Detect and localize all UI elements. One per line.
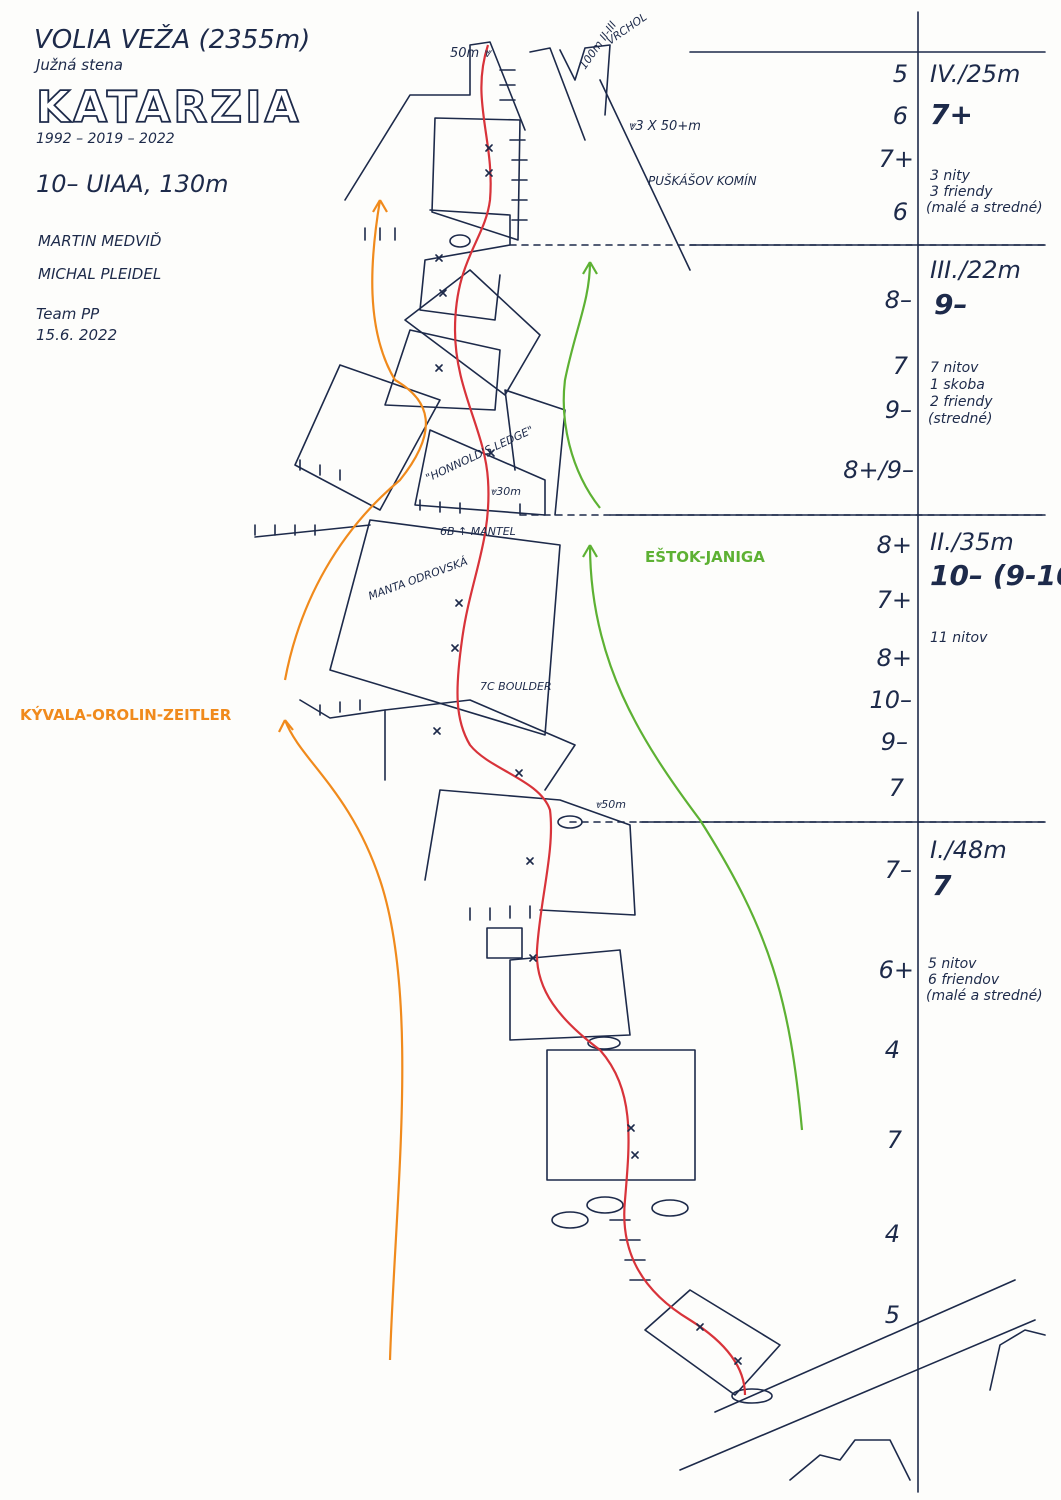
manta-label: MANTA ODROVSKÁ [367,555,470,603]
ascent-date: 15.6. 2022 [36,326,117,344]
bolt-marks [433,144,742,1365]
pitch-4: IV./25m 7+ 3 nity 3 friendy (malé a stre… [879,60,1043,226]
svg-text:8+: 8+ [877,644,912,672]
route-grade-length: 10– UIAA, 130m [36,170,229,198]
svg-text:4: 4 [885,1036,900,1064]
svg-text:10– (9-10): 10– (9-10) [930,559,1061,592]
svg-text:8+/9–: 8+/9– [843,456,914,484]
svg-text:8+: 8+ [877,531,912,559]
rock-blocks [254,41,1046,1481]
katarzia-route-line [453,44,747,1396]
estok-route-line-lower [582,544,804,1131]
svg-text:3 friendy: 3 friendy [930,184,993,200]
rappel-top-label: 50m ⩔ [450,46,492,61]
pitch-2: II./35m 10– (9-10) 11 nitov 8+ 7+ 8+ 10–… [869,528,1061,802]
rappel-descent-label: ⩔3 X 50+m [628,119,701,134]
svg-text:6 friendov: 6 friendov [928,972,1000,988]
chimney-label: PUŠKÁŠOV KOMÍN [648,173,757,188]
pitch-grade: 7+ [930,98,973,131]
svg-text:9–: 9– [885,396,912,424]
boulder-label: 7C BOULDER [480,680,552,693]
author-2: MICHAL PLEIDEL [38,265,161,283]
pitch-3: III./22m 9– 7 nitov 1 skoba 2 friendy (s… [843,256,1021,484]
svg-text:7 nitov: 7 nitov [930,360,979,376]
estok-route-line-upper [562,261,601,509]
svg-text:11 nitov: 11 nitov [930,630,988,646]
svg-text:7–: 7– [885,856,912,884]
kyvala-route-line-upper [283,199,427,681]
svg-text:6: 6 [893,102,908,130]
kyvala-route-line-lower [278,719,404,1361]
svg-text:7: 7 [887,1126,903,1154]
rappel-mid-label: ⩔30m [490,485,521,498]
route-name: KATARZIA [36,82,302,133]
team-name: Team PP [36,305,100,323]
svg-text:5: 5 [893,60,908,88]
svg-text:6: 6 [893,198,908,226]
face-name: Južná stena [33,56,123,74]
svg-text:3 nity: 3 nity [930,168,971,184]
svg-text:9–: 9– [881,728,908,756]
ledge-label: "HONNOLD'S LEDGE" [424,423,536,484]
svg-text:7: 7 [932,869,952,902]
mantel-label: 6B ↑ MANTEL [440,525,516,538]
svg-text:(malé a stredné): (malé a stredné) [926,988,1043,1004]
svg-text:7+: 7+ [877,586,912,614]
svg-text:10–: 10– [869,686,912,714]
svg-text:III./22m: III./22m [930,256,1021,284]
kyvala-route-label: KÝVALA-OROLIN-ZEITLER [20,705,232,724]
estok-route-label: EŠTOK-JANIGA [645,547,765,566]
svg-text:7+: 7+ [879,145,914,173]
rappel-low-label: ⩔50m [595,798,626,811]
svg-text:(malé a stredné): (malé a stredné) [926,200,1043,216]
svg-text:6+: 6+ [879,956,914,984]
author-1: MARTIN MEDVIĎ [38,231,161,250]
pitch-1: I./48m 7 5 nitov 6 friendov (malé a stre… [879,836,1043,1329]
svg-text:7: 7 [889,774,905,802]
route-years: 1992 – 2019 – 2022 [36,131,175,147]
svg-text:4: 4 [885,1220,900,1248]
pitch-table-lines [509,11,1046,1493]
svg-text:1 skoba: 1 skoba [930,377,985,393]
svg-text:2 friendy: 2 friendy [930,394,993,410]
svg-text:I./48m: I./48m [930,836,1007,864]
svg-text:8–: 8– [885,286,912,314]
svg-text:7: 7 [893,352,909,380]
svg-text:II./35m: II./35m [930,528,1014,556]
peak-name: VOLIA VEŽA (2355m) [34,23,310,55]
svg-text:5 nitov: 5 nitov [928,956,977,972]
svg-text:5: 5 [885,1301,900,1329]
svg-text:9–: 9– [934,288,967,321]
svg-text:(stredné): (stredné) [928,411,992,427]
pitch-title: IV./25m [930,60,1020,88]
